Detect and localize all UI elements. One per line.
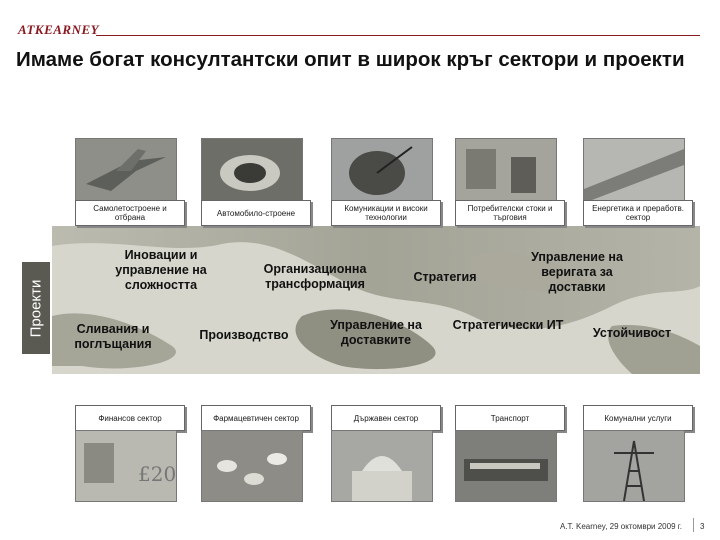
sector-caption-automotive: Автомобило-строене — [201, 200, 311, 226]
sector-caption-telecom: Комуникации и високи технологии — [331, 200, 441, 226]
slide-title: Имаме богат консултантски опит в широк к… — [16, 48, 685, 71]
footer-divider — [693, 518, 694, 532]
telecom-image — [331, 138, 433, 204]
financial-image: £20 — [75, 430, 177, 502]
svg-text:£20: £20 — [138, 462, 176, 486]
project-procurement: Управление на доставките — [330, 318, 422, 347]
sector-caption-consumer: Потребителски стоки и търговия — [455, 200, 565, 226]
sector-caption-utilities: Комунални услуги — [583, 405, 693, 431]
utilities-image — [583, 430, 685, 502]
pharma-image — [201, 430, 303, 502]
project-manufacturing: Производство — [199, 328, 289, 342]
transport-image — [455, 430, 557, 502]
project-strategy: Стратегия — [413, 270, 477, 284]
sector-caption-financial: Финансов сектор — [75, 405, 185, 431]
company-logo: ATKEARNEY — [18, 22, 100, 37]
aerospace-image — [75, 138, 177, 204]
project-sustainability: Устойчивост — [592, 326, 672, 340]
sector-caption-pharma: Фармацевтичен сектор — [201, 405, 311, 431]
sector-caption-transport: Транспорт — [455, 405, 565, 431]
project-strategic-it: Стратегически ИТ — [452, 318, 564, 332]
sector-caption-energy: Енергетика и преработв. сектор — [583, 200, 693, 226]
project-org-transformation: Организационна трансформация — [263, 262, 367, 291]
project-innovation: Иновации и управление на сложността — [115, 248, 207, 292]
energy-image — [583, 138, 685, 204]
automotive-image — [201, 138, 303, 204]
projects-side-label: Проекти — [22, 262, 50, 354]
government-image — [331, 430, 433, 502]
sector-caption-government: Държавен сектор — [331, 405, 441, 431]
consumer-goods-image — [455, 138, 557, 204]
header-rule — [96, 35, 700, 36]
footer-date: A.T. Kearney, 29 октомври 2009 г. — [560, 522, 682, 531]
project-mergers: Сливания и поглъщания — [74, 322, 152, 351]
sector-caption-aerospace: Самолетостроене и отбрана — [75, 200, 185, 226]
project-supply-chain: Управление на веригата за доставки — [531, 250, 623, 294]
world-map-background — [52, 226, 700, 374]
projects-side-label-text: Проекти — [27, 279, 45, 337]
page-number: 3 — [700, 522, 705, 531]
